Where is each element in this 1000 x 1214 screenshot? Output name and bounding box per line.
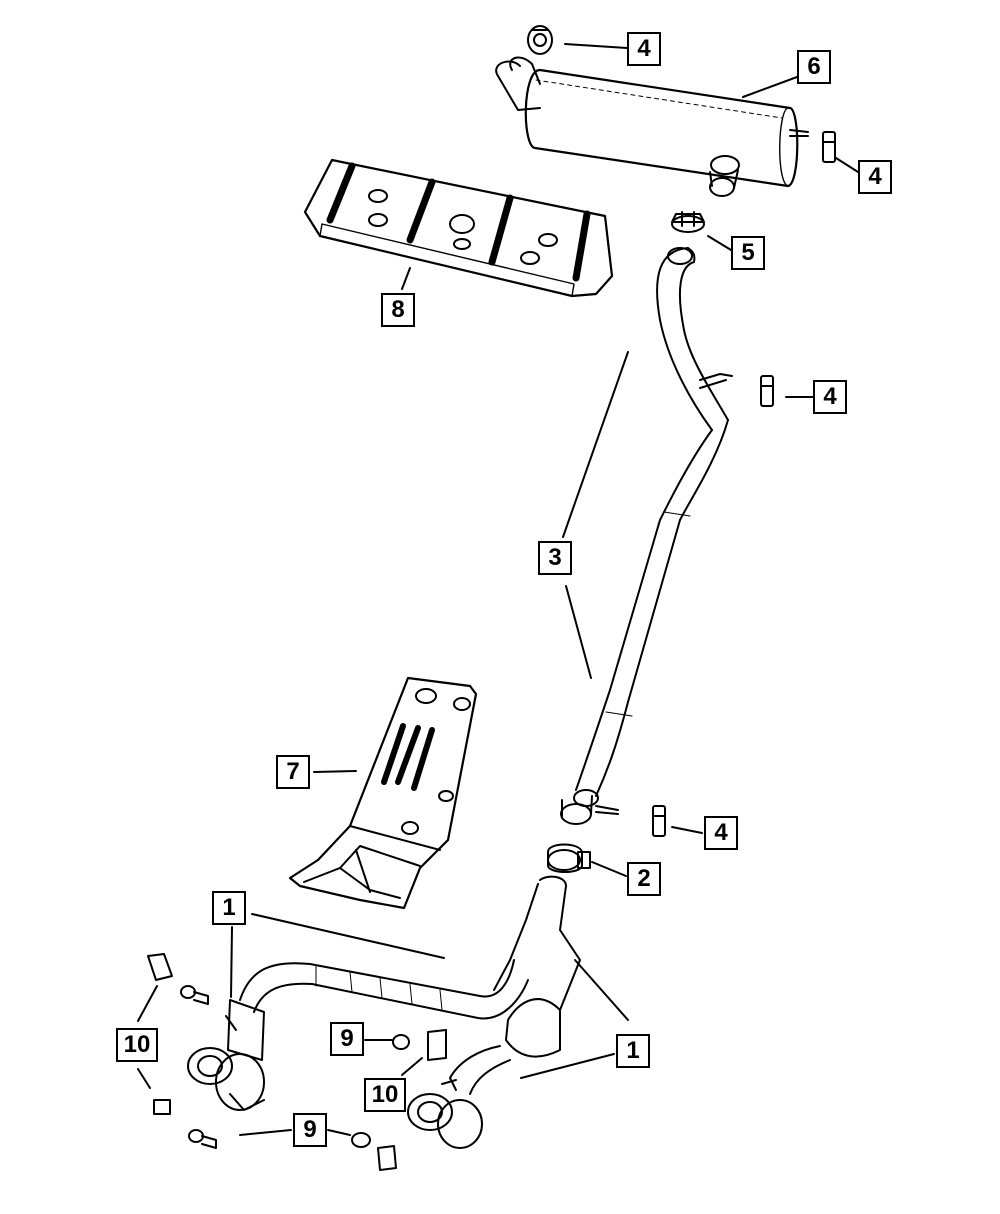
callout-part-6-muffler: 6 xyxy=(797,50,831,84)
clamp-upper-drawing xyxy=(671,211,705,233)
leader-lines xyxy=(137,43,859,1136)
callout-part-9-bottom: 9 xyxy=(293,1113,327,1147)
callout-part-3-pipe: 3 xyxy=(538,541,572,575)
callout-part-7-heat-shield: 7 xyxy=(276,755,310,789)
callout-part-1-right: 1 xyxy=(616,1034,650,1068)
lower-heat-shield-drawing xyxy=(288,676,478,910)
callout-part-8-heat-shield: 8 xyxy=(381,293,415,327)
upper-heat-shield-drawing xyxy=(303,158,614,298)
callout-part-2-clamp: 2 xyxy=(627,862,661,896)
callout-part-10-left: 10 xyxy=(116,1028,158,1062)
callout-part-4-lower-isolator: 4 xyxy=(704,816,738,850)
left-converter-drawing xyxy=(147,953,529,1149)
callout-part-9-center: 9 xyxy=(330,1022,364,1056)
callout-part-4-muffler-isolator: 4 xyxy=(858,160,892,194)
right-converter-drawing xyxy=(351,875,581,1171)
intermediate-pipe-drawing xyxy=(560,247,774,837)
callout-part-10-center: 10 xyxy=(364,1078,406,1112)
callout-part-1-left: 1 xyxy=(212,891,246,925)
clamp-lower-drawing xyxy=(547,843,591,873)
callout-part-4-top: 4 xyxy=(627,32,661,66)
muffler-drawing xyxy=(495,25,836,197)
callout-part-4-pipe-isolator: 4 xyxy=(813,380,847,414)
callout-part-5-clamp: 5 xyxy=(731,236,765,270)
